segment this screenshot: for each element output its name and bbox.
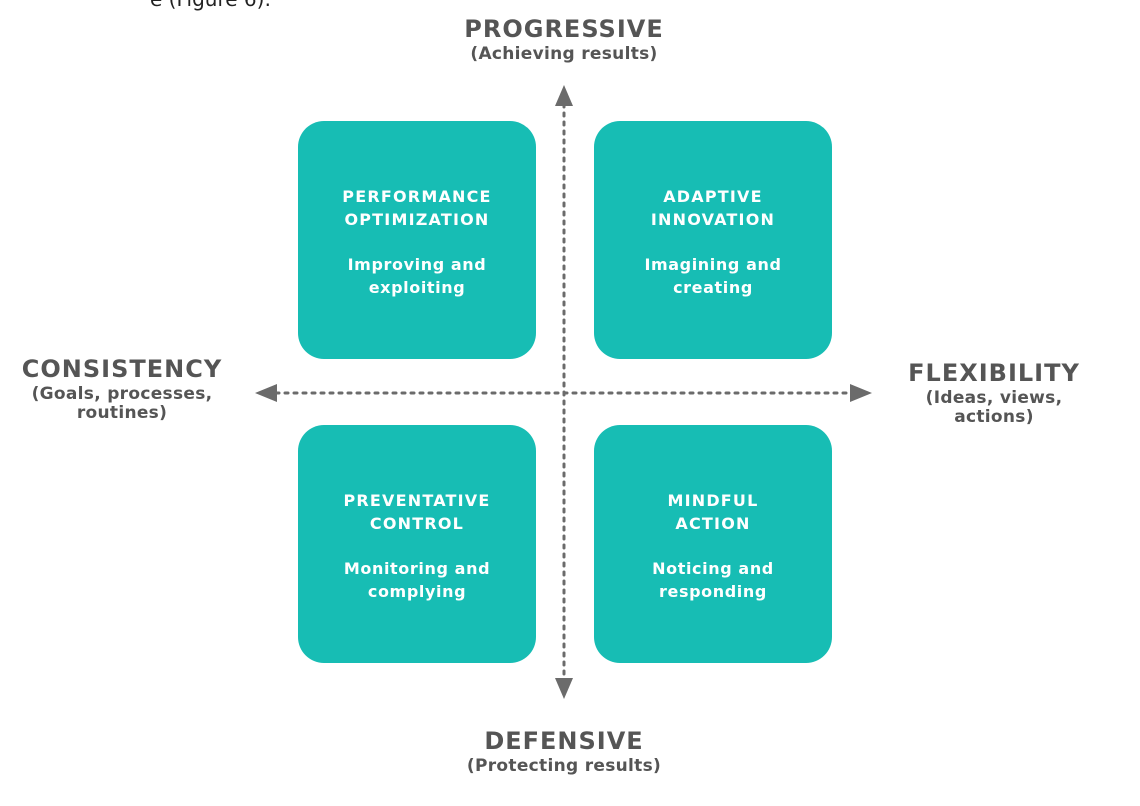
axis-subtitle: (Ideas, views, actions) bbox=[925, 387, 1063, 428]
quadrant-subtitle: Imagining and creating bbox=[644, 255, 782, 297]
quadrant-title: MINDFUL ACTION bbox=[667, 491, 759, 533]
quadrant-subtitle: Improving and exploiting bbox=[347, 255, 487, 297]
axis-title: CONSISTENCY bbox=[21, 355, 223, 383]
quadrant-performance-optimization: PERFORMANCE OPTIMIZATION Improving and e… bbox=[298, 121, 536, 359]
axis-label-defensive: DEFENSIVE (Protecting results) bbox=[430, 727, 698, 776]
arrow-left-icon bbox=[255, 384, 277, 402]
quadrant-subtitle: Noticing and responding bbox=[652, 559, 774, 601]
axis-subtitle: (Protecting results) bbox=[466, 755, 662, 776]
quadrant-adaptive-innovation: ADAPTIVE INNOVATION Imagining and creati… bbox=[594, 121, 832, 359]
quadrant-preventative-control: PREVENTATIVE CONTROL Monitoring and comp… bbox=[298, 425, 536, 663]
axis-subtitle: (Achieving results) bbox=[470, 43, 658, 64]
arrow-down-icon bbox=[555, 678, 573, 699]
quadrant-mindful-action: MINDFUL ACTION Noticing and responding bbox=[594, 425, 832, 663]
axis-subtitle: (Goals, processes, routines) bbox=[31, 383, 213, 424]
arrow-right-icon bbox=[850, 384, 872, 402]
axis-title: FLEXIBILITY bbox=[908, 359, 1080, 387]
axis-title: DEFENSIVE bbox=[484, 727, 644, 755]
quadrant-subtitle: Monitoring and complying bbox=[343, 559, 491, 601]
axis-title: PROGRESSIVE bbox=[464, 15, 664, 43]
quadrant-title: ADAPTIVE INNOVATION bbox=[650, 187, 776, 229]
quadrant-title: PERFORMANCE OPTIMIZATION bbox=[342, 187, 492, 229]
arrow-up-icon bbox=[555, 85, 573, 106]
quadrant-title: PREVENTATIVE CONTROL bbox=[343, 491, 491, 533]
axis-label-flexibility: FLEXIBILITY (Ideas, views, actions) bbox=[888, 359, 1100, 428]
axis-label-consistency: CONSISTENCY (Goals, processes, routines) bbox=[6, 355, 238, 424]
axis-label-progressive: PROGRESSIVE (Achieving results) bbox=[430, 15, 698, 64]
cropped-caption-text: e (Figure 6): bbox=[150, 0, 271, 11]
